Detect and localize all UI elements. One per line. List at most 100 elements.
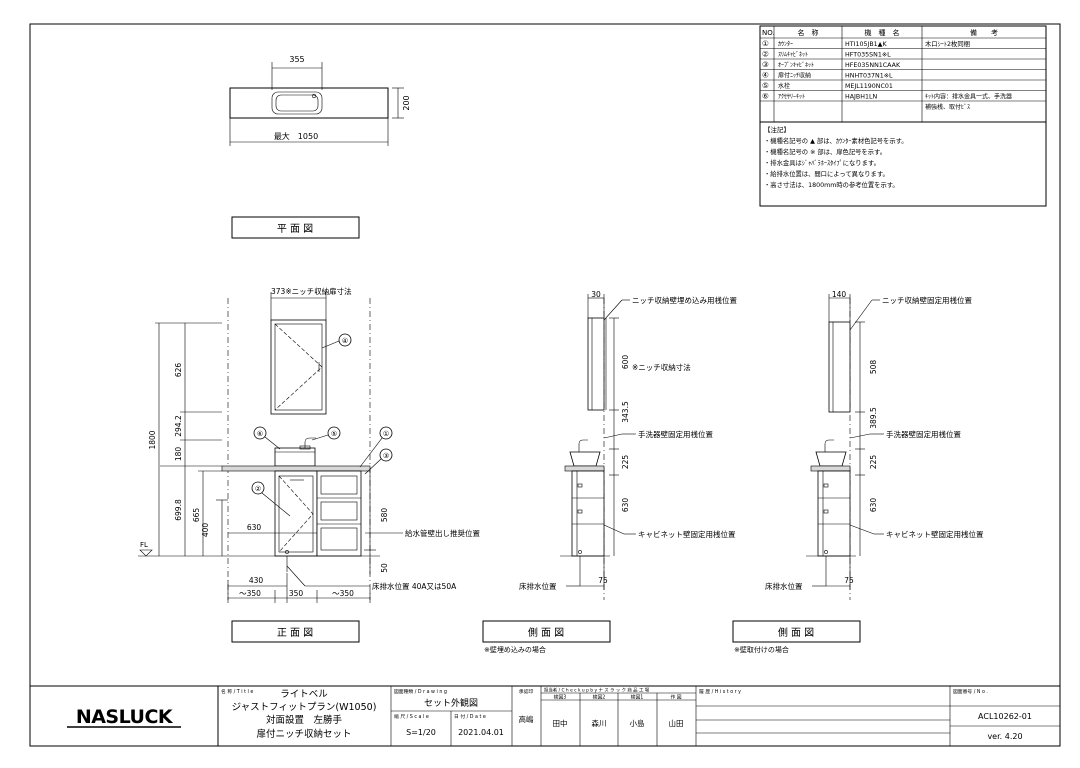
front-niche-dim: 373※ニッチ収納扉寸法 [271, 286, 352, 296]
side2-dim-508: 508 [869, 360, 878, 375]
date-caption: 日 付 / D a t e [454, 713, 486, 720]
table-row-1-name: ｶｳﾝﾀｰ [778, 41, 793, 48]
check-role-1: 検図3 [554, 694, 567, 701]
plan-dim-max-1050: 最大 1050 [274, 131, 318, 141]
side2-floor-drain-note: 床排水位置 [765, 581, 803, 591]
side-view-wall-mounted: 140 ニッチ収納壁固定用桟位置 508 389.5 手洗器壁固定用桟位置 22… [732, 290, 984, 654]
front-dim-430: 430 [249, 576, 264, 585]
front-dim-180: 180 [174, 447, 183, 462]
check-name-2: 森川 [592, 718, 607, 728]
callout-6: ⑥ [257, 430, 263, 438]
table-row-6-no: ⑥ [762, 92, 769, 101]
table-row-3-no: ③ [762, 60, 769, 69]
side2-dim-389-5: 389.5 [869, 407, 878, 429]
note-line-3: ・排水金具はｼﾞｬﾊﾞﾗﾎｰｽﾀｲﾌﾟになります。 [764, 158, 880, 167]
side-view-embedded: 30 ニッチ収納壁埋め込み用桟位置 600 ※ニッチ収納寸法 343.5 手洗器… [482, 290, 737, 654]
check-role-2: 検図2 [593, 694, 606, 701]
drawing-number: ACL10262-01 [978, 712, 1032, 721]
note-line-4: ・給排水位置は、間口によって異なります。 [764, 169, 889, 178]
front-dim-1800: 1800 [148, 430, 157, 449]
plan-view: 355 200 最大 1050 平 面 図 [229, 55, 411, 239]
front-dim-580: 580 [380, 508, 389, 523]
table-row-1-model: HTI105JB1▲K [845, 41, 887, 48]
check-caption: 担当者 / C h e c k u p b y ナ ス ラ ッ ク 商 品 工 … [544, 687, 650, 694]
callout-2: ② [255, 485, 261, 493]
callout-5: ⑤ [331, 430, 337, 438]
side1-niche-size-note: ※ニッチ収納寸法 [632, 362, 691, 372]
side2-dim-225: 225 [869, 455, 878, 470]
front-view: 373※ニッチ収納扉寸法 ④ ⑥ ⑤ ① ③ [138, 286, 480, 643]
drawing-type-caption: 図面種類 / D r a w i n g [394, 688, 447, 695]
table-row-5-no: ⑤ [762, 81, 769, 90]
title-caption: 名 称 / T i t l e [221, 688, 253, 695]
front-dim-350-left: ～350 [239, 589, 261, 598]
front-dim-350: 350 [289, 589, 304, 598]
plan-dim-200: 200 [402, 95, 411, 110]
side1-dim-630: 630 [621, 498, 630, 513]
table-row-1-note: 木口ｼｰﾄ2枚同梱 [925, 39, 970, 48]
table-row-2-model: HFT035SN1※L [845, 52, 891, 59]
table-row-3-name: ｵｰﾌﾟﾝｷｬﾋﾞﾈｯﾄ [778, 62, 814, 69]
scale-caption: 縮 尺 / S c a l e [394, 713, 429, 720]
side1-floor-drain-note: 床排水位置 [519, 581, 557, 591]
note-line-1: ・機種名記号の ▲ 部は、ｶｳﾝﾀｰ素材色記号を示す。 [764, 136, 908, 145]
front-dim-665: 665 [192, 508, 201, 523]
table-row-4-name: 扉付ﾆｯﾁ収納 [778, 72, 811, 80]
note-line-2: ・機種名記号の ※ 部は、扉色記号を示す。 [764, 147, 886, 156]
side2-cabinet-stud-note: キャビネット壁固定用桟位置 [886, 529, 984, 539]
side1-view-label: 側 面 図 [528, 626, 564, 639]
front-dim-626: 626 [174, 363, 183, 378]
front-dim-50: 50 [380, 563, 389, 573]
drawing-number-caption: 図面番号 / N o . [953, 688, 988, 695]
side1-dim-600: 600 [621, 355, 630, 370]
front-dim-699-8: 699.8 [174, 499, 183, 521]
side2-view-label: 側 面 図 [778, 626, 814, 639]
front-water-supply-note: 給水管壁出し推奨位置 [405, 528, 480, 538]
side2-dim-630: 630 [869, 498, 878, 513]
drawing-version: ver. 4.20 [987, 732, 1022, 741]
check-role-3: 検図1 [631, 694, 644, 701]
table-row-1-no: ① [762, 39, 769, 48]
nasluck-logo: NASLUCK [76, 706, 174, 728]
side2-dim-140: 140 [832, 290, 847, 299]
note-line-5: ・高さ寸法は、1800mm時の参考位置を示す。 [764, 180, 899, 189]
front-floor-drain-note: 床排水位置 40A又は50A [372, 581, 457, 591]
front-dim-294-2: 294.2 [174, 415, 183, 437]
table-row-6-note-2: 補強桟、取付ﾋﾞｽ [925, 103, 970, 111]
callout-4: ④ [342, 337, 348, 345]
side1-dim-30: 30 [591, 290, 601, 299]
table-row-5-model: MEJL1190NC01 [845, 83, 893, 90]
side1-cabinet-stud-note: キャビネット壁固定用桟位置 [638, 529, 736, 539]
approval-caption: 承認印 [519, 688, 534, 695]
side2-basin-stud-note: 手洗器壁固定用桟位置 [886, 429, 961, 439]
title-line-3: 対面設置 左勝手 [266, 714, 343, 726]
title-line-2: ジャストフィットプラン(W1050) [232, 702, 377, 713]
plan-dim-355: 355 [289, 55, 304, 64]
table-row-2-no: ② [762, 50, 769, 59]
scale-value: S=1/20 [406, 728, 436, 737]
history-caption: 履 歴 / H i s t o r y [699, 689, 741, 695]
check-name-1: 田中 [553, 718, 568, 728]
callout-1: ① [383, 430, 389, 438]
approver-name: 高嶋 [519, 714, 534, 724]
notes-heading: 【注記】 [764, 125, 790, 134]
side1-basin-stud-note: 手洗器壁固定用桟位置 [638, 429, 713, 439]
table-row-6-model: HAJBH1LN [845, 94, 877, 101]
table-row-6-note: ｷｯﾄ内容：排水金具一式、手洗器 [925, 93, 1012, 101]
table-row-6-name: ｱｸｾｻﾘｰｷｯﾄ [778, 94, 805, 101]
date-value: 2021.04.01 [458, 728, 504, 737]
table-header-note: 備 考 [970, 28, 998, 37]
table-row-2-name: ｽﾘﾑｷｬﾋﾞﾈｯﾄ [778, 52, 808, 59]
side2-view-subnote: ※壁取付けの場合 [734, 645, 789, 654]
front-dim-350-right: ～350 [332, 589, 354, 598]
side1-dim-343-5: 343.5 [621, 401, 630, 423]
check-name-3: 小島 [630, 718, 645, 728]
table-row-4-no: ④ [762, 71, 769, 80]
table-header-model: 機 種 名 [865, 28, 900, 37]
plan-view-label: 平 面 図 [277, 223, 313, 235]
title-block: NASLUCK 名 称 / T i t l e ライトベル ジャストフィットプラ… [29, 685, 1061, 747]
side2-niche-stud-note: ニッチ収納壁固定用桟位置 [882, 295, 972, 305]
side1-view-subnote: ※壁埋め込みの場合 [484, 645, 546, 654]
title-line-4: 扉付ニッチ収納セット [256, 728, 351, 740]
table-header-name: 名 称 [798, 28, 819, 37]
